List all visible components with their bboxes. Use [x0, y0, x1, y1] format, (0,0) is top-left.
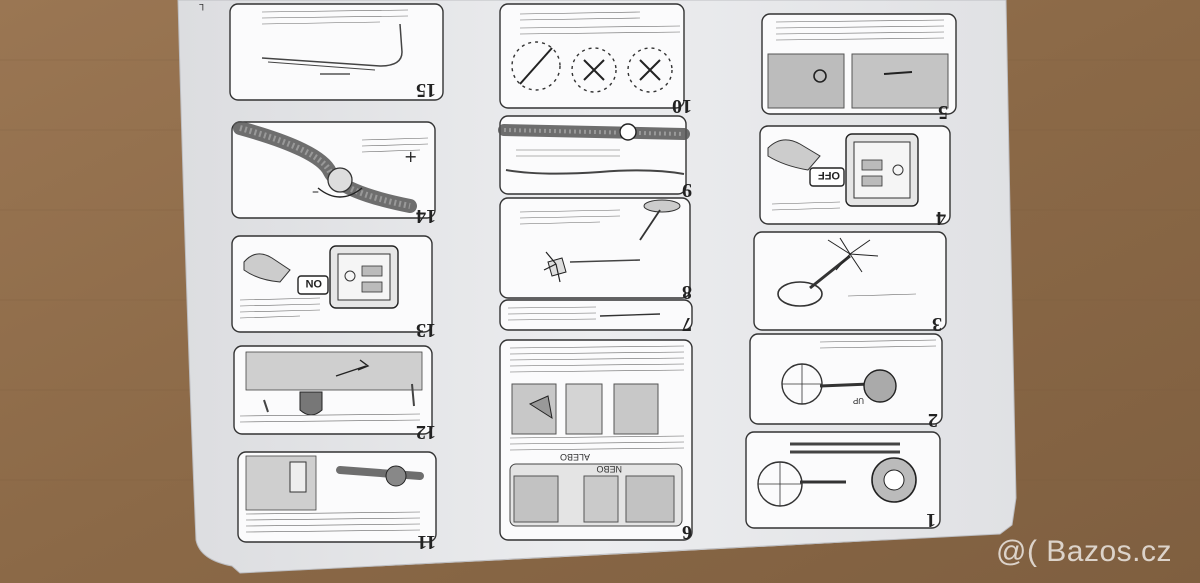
panel-step-14: + – 14 — [231, 121, 436, 227]
panel-step-7: 7 — [499, 299, 693, 335]
step-number-5: 5 — [938, 101, 948, 123]
step-number-4: 4 — [936, 207, 946, 229]
panel-step-15: 15 — [229, 3, 444, 101]
watermark: @( Bazos.cz — [996, 535, 1172, 568]
step-number-2: 2 — [928, 409, 938, 431]
panel-step-8: 8 — [499, 197, 692, 303]
step-number-6: 6 — [682, 521, 692, 543]
panel-step-4: OFF 4 — [759, 125, 951, 229]
step-number-13: 13 — [416, 319, 436, 341]
alebo-label: ALEBO — [560, 452, 590, 462]
step-number-1: 1 — [926, 509, 936, 531]
panel-step-12: 12 — [233, 345, 436, 443]
step-number-10: 10 — [672, 95, 692, 117]
step-number-12: 12 — [416, 421, 436, 443]
nebo-label: NEBO — [596, 464, 622, 474]
up-label: UP — [853, 396, 864, 405]
panel-step-6: ALEBO NEBO 6 — [499, 339, 693, 543]
on-label: ON — [305, 277, 322, 289]
step-number-9: 9 — [682, 179, 692, 201]
step-number-8: 8 — [682, 281, 692, 303]
off-label: OFF — [818, 169, 840, 181]
step-number-15: 15 — [416, 79, 436, 101]
step-number-7: 7 — [682, 313, 692, 335]
panel-step-1: 1 — [745, 431, 941, 531]
svg-text:–: – — [312, 184, 319, 200]
step-number-3: 3 — [932, 313, 942, 335]
panel-step-2: UP 2 — [749, 333, 943, 431]
panel-step-9: 9 — [498, 115, 692, 201]
sheet-corner-mark: L — [199, 2, 204, 12]
svg-text:+: + — [404, 147, 417, 166]
step-number-11: 11 — [417, 531, 436, 553]
panel-step-13: ON 13 — [231, 235, 436, 341]
panel-step-3: 3 — [753, 231, 947, 335]
panel-step-10: 10 — [499, 3, 692, 117]
panel-step-11: 11 — [237, 451, 437, 553]
panel-step-5: 5 — [761, 13, 957, 123]
step-number-14: 14 — [416, 205, 436, 227]
